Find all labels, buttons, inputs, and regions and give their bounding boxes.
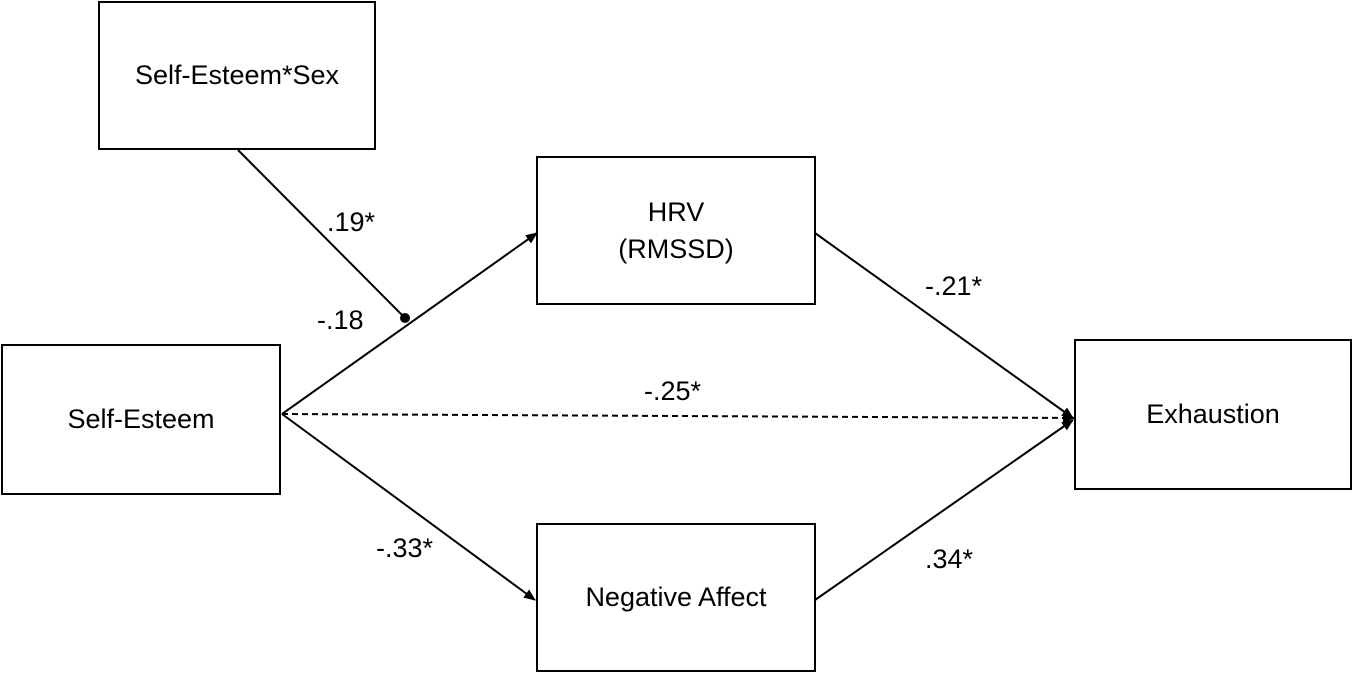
node-negative-affect: Negative Affect [536, 523, 816, 672]
node-hrv-label-line1: HRV [647, 197, 705, 228]
coef-a2: -.33* [376, 533, 434, 563]
coef-b2: .34* [925, 544, 974, 574]
node-exhaustion-label: Exhaustion [1146, 399, 1280, 430]
node-hrv: HRV (RMSSD) [536, 156, 816, 305]
path-b1-line [814, 232, 1074, 419]
path-b2-line [814, 419, 1074, 601]
coef-a1: -.18 [317, 305, 364, 335]
node-self-esteem-label: Self-Esteem [67, 404, 215, 435]
coef-c-prime: -.25* [644, 376, 702, 406]
node-self-esteem-sex-label: Self-Esteem*Sex [134, 60, 340, 91]
node-self-esteem: Self-Esteem [1, 344, 281, 495]
coef-moderation: .19* [327, 207, 376, 237]
node-exhaustion: Exhaustion [1074, 339, 1352, 490]
coef-b1: -.21* [925, 271, 983, 301]
path-a1-line [281, 232, 538, 415]
path-c-prime-line [281, 412, 1075, 423]
node-self-esteem-sex: Self-Esteem*Sex [98, 1, 376, 150]
moderation-dot [400, 313, 410, 323]
node-negative-affect-label: Negative Affect [585, 582, 767, 613]
path-a2-line [281, 413, 536, 601]
path-moderation-line [237, 149, 406, 319]
node-hrv-label-line2: (RMSSD) [618, 233, 734, 264]
